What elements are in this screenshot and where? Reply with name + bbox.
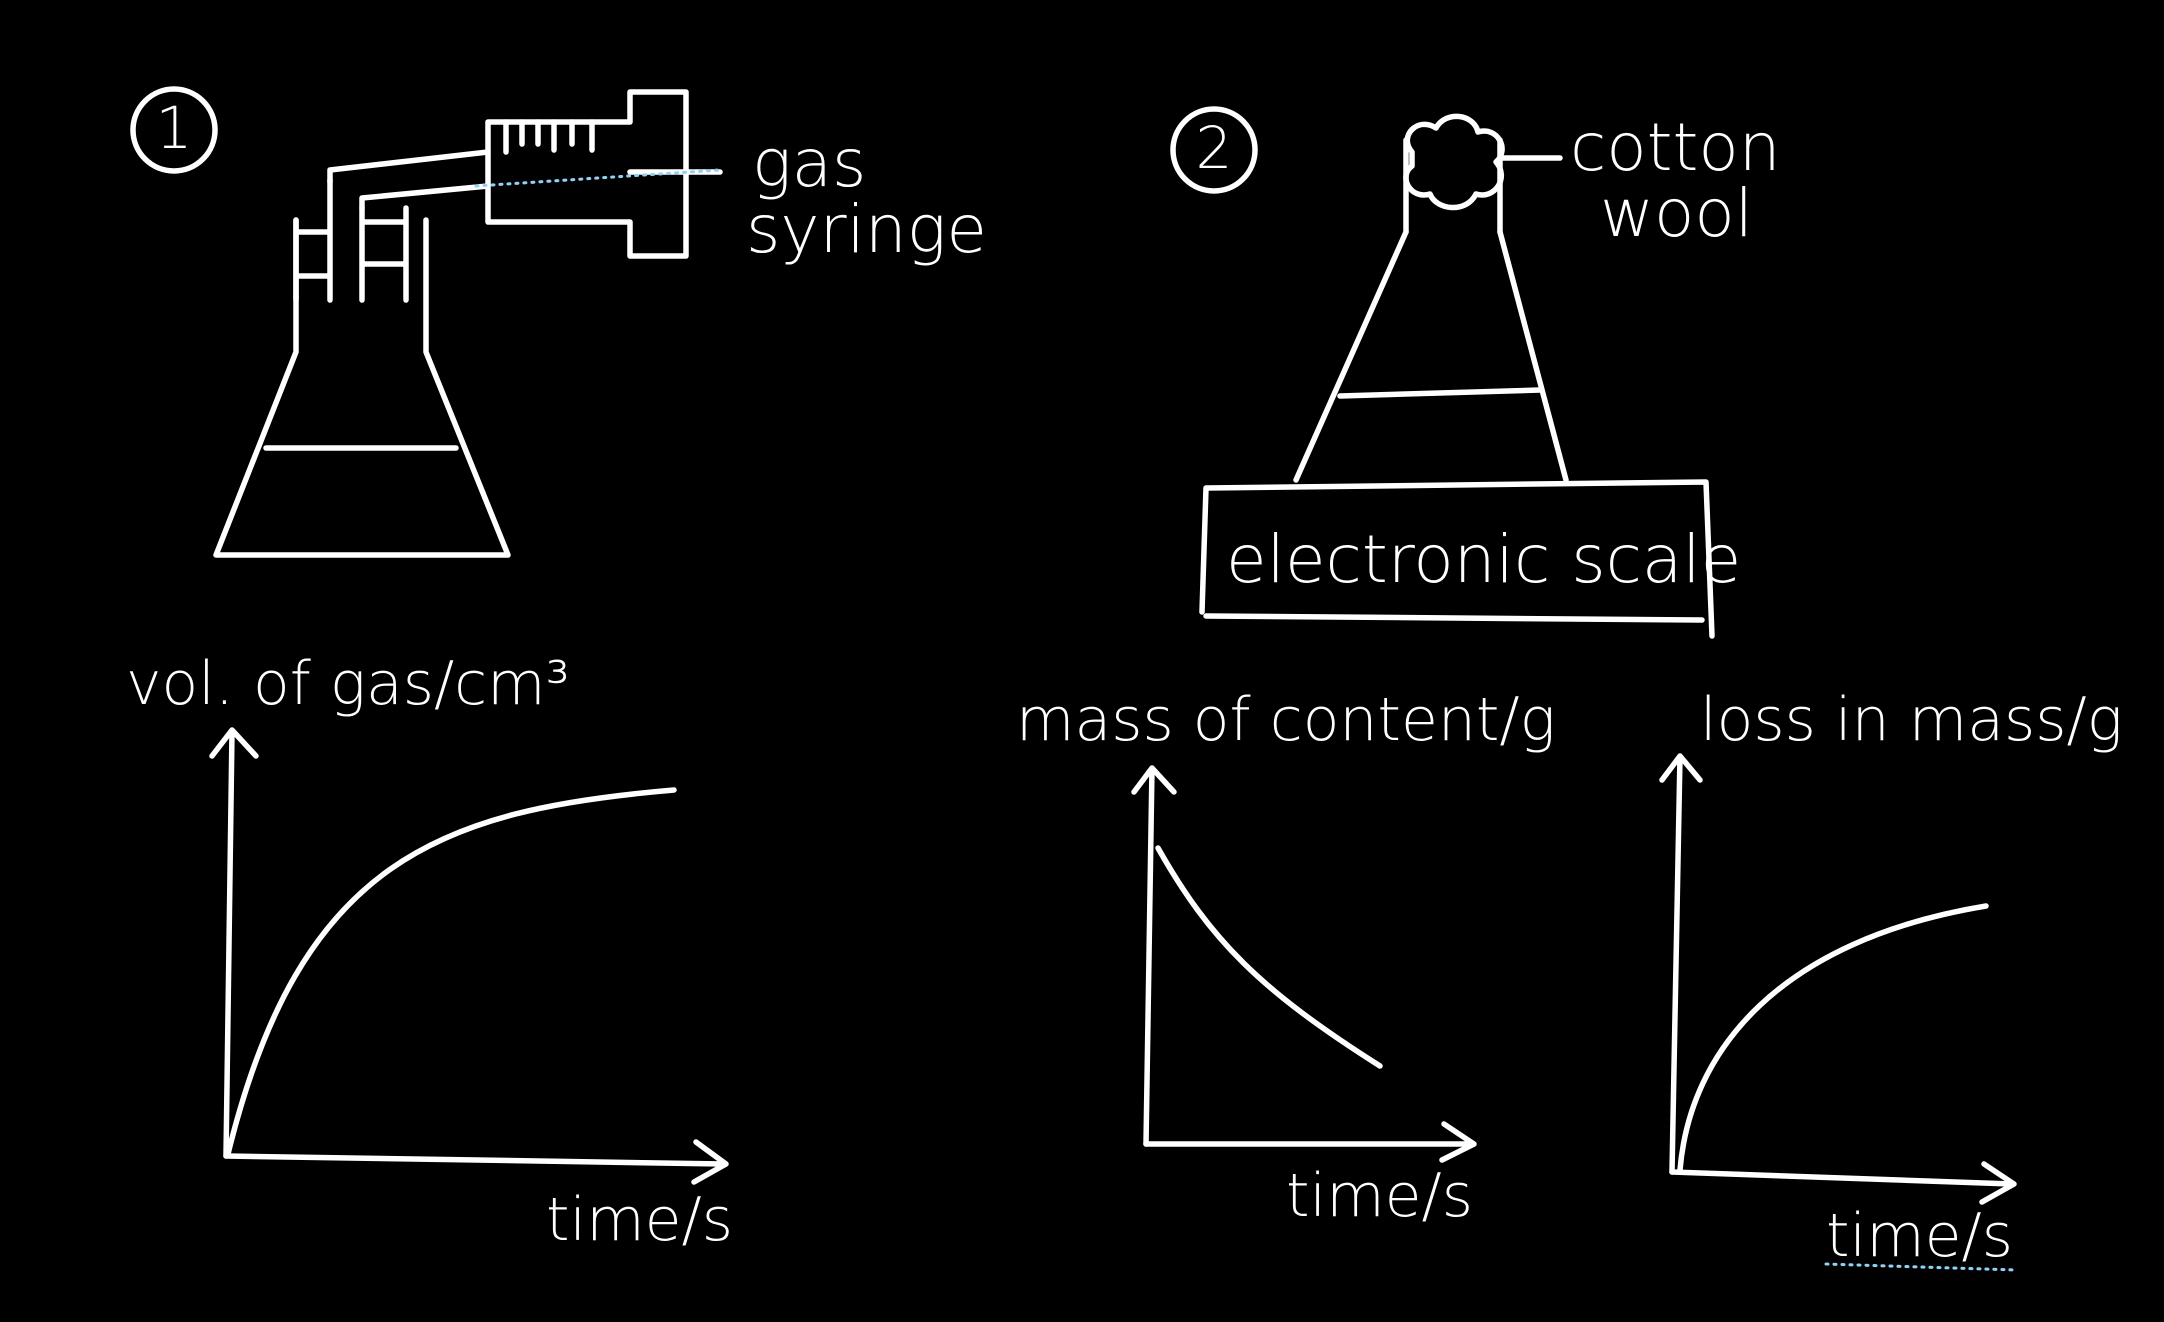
syringe-graduations <box>503 119 595 155</box>
graph-3: loss in mass/g time/s <box>1659 685 2123 1272</box>
setup-1-number-circle <box>130 86 218 174</box>
syringe-label-line2: syringe <box>746 191 987 268</box>
setup-2: 2 cotton wool electronic scale <box>1170 106 1781 639</box>
graph-2: mass of content/g time/s <box>1016 685 1556 1231</box>
graph-3-spellcheck-underline <box>1824 1262 2018 1272</box>
gas-syringe <box>485 89 689 259</box>
graph-2-x-axis <box>1143 1121 1477 1163</box>
graph-3-ylabel: loss in mass/g <box>1700 685 2123 755</box>
graph-2-ylabel: mass of content/g <box>1016 685 1556 755</box>
syringe-label-line1: gas <box>752 125 866 202</box>
graph-2-curve <box>1155 845 1383 1069</box>
flask-1-stopper-left <box>293 177 333 303</box>
graph-1-y-axis <box>209 727 259 1159</box>
graph-2-y-axis <box>1131 765 1177 1147</box>
cotton-label-line1: cotton <box>1570 109 1781 186</box>
graph-3-xlabel: time/s <box>1826 1201 2013 1271</box>
scale-label: electronic scale <box>1226 521 1741 598</box>
setup-2-number-circle <box>1170 106 1258 194</box>
graph-3-x-axis <box>1669 1161 2017 1205</box>
graph-1-xlabel: time/s <box>546 1185 733 1255</box>
flask-2-neck <box>1403 137 1503 235</box>
flask-1-stopper-right <box>359 205 409 303</box>
graph-2-xlabel: time/s <box>1286 1161 1473 1231</box>
setup-2-number: 2 <box>1196 114 1233 182</box>
graph-3-curve <box>1677 903 1989 1173</box>
setup-1-number: 1 <box>156 94 193 162</box>
cotton-label-line2: wool <box>1600 175 1753 252</box>
graph-1-ylabel: vol. of gas/cm³ <box>126 649 570 719</box>
cotton-wool-icon <box>1403 113 1505 211</box>
syringe-spellcheck-underline <box>474 168 722 188</box>
conical-flask-1 <box>213 217 511 558</box>
flask-2-liquid-level <box>1337 387 1543 399</box>
graph-1: vol. of gas/cm³ time/s <box>126 649 733 1255</box>
setup-1: 1 gas syringe <box>130 86 987 558</box>
graph-1-curve <box>225 787 677 1157</box>
conical-flask-2 <box>1293 229 1569 483</box>
delivery-tube <box>327 149 491 211</box>
graph-3-y-axis <box>1659 753 1703 1175</box>
graph-1-x-axis <box>223 1139 729 1185</box>
electronic-scale <box>1199 479 1715 639</box>
